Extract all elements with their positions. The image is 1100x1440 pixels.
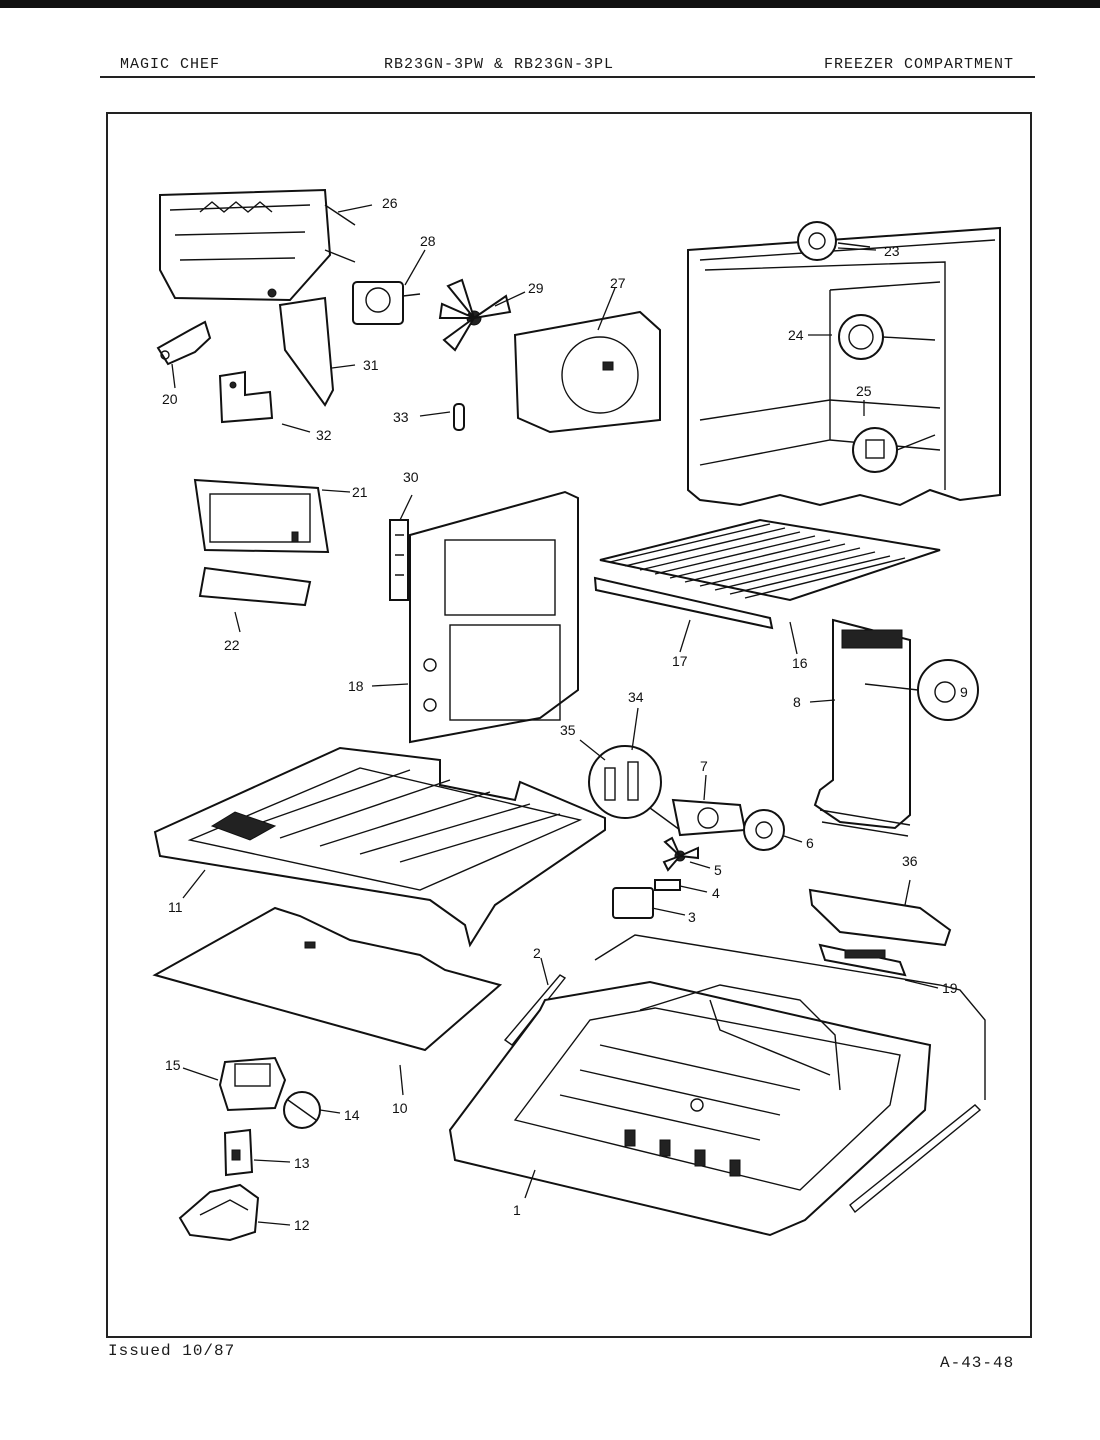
callout-28: 28 — [420, 233, 436, 249]
part-evaporator-cover — [813, 618, 979, 837]
part-gasket — [503, 934, 986, 1214]
issue-date: Issued 10/87 — [108, 1342, 236, 1360]
callout-17: 17 — [672, 653, 688, 669]
part-ice-maker — [159, 188, 356, 302]
page-code: A-43-48 — [940, 1354, 1015, 1372]
top-border — [0, 0, 1100, 8]
leader-lines — [171, 204, 939, 1226]
part-fan-shroud — [513, 310, 661, 434]
callout-15: 15 — [165, 1057, 181, 1073]
callout-13: 13 — [294, 1155, 310, 1171]
callout-6: 6 — [806, 835, 814, 851]
callout-20: 20 — [162, 391, 178, 407]
callout-33: 33 — [393, 409, 409, 425]
callout-7: 7 — [700, 758, 708, 774]
callout-8: 8 — [793, 694, 801, 710]
part-bracket — [156, 320, 212, 366]
header-rule — [100, 76, 1035, 78]
part-cover — [278, 296, 335, 407]
part-grommet — [453, 403, 465, 431]
part-fan-motor — [352, 281, 421, 325]
part-liner-panel — [409, 490, 579, 744]
callout-30: 30 — [403, 469, 419, 485]
part-defrost-detail — [588, 745, 681, 831]
callout-1: 1 — [513, 1202, 521, 1218]
part-fan-blade — [438, 278, 512, 352]
callout-31: 31 — [363, 357, 379, 373]
model-numbers: RB23GN-3PW & RB23GN-3PL — [384, 56, 615, 73]
part-wire-shelf — [593, 518, 941, 630]
part-base-pan — [448, 980, 932, 1237]
part-damper-control — [223, 1128, 254, 1177]
callout-10: 10 — [392, 1100, 408, 1116]
callout-34: 34 — [628, 689, 644, 705]
part-tray — [808, 888, 952, 947]
part-insulation-sheet — [152, 906, 503, 1052]
callout-32: 32 — [316, 427, 332, 443]
part-floor-pan — [153, 746, 606, 948]
callout-36: 36 — [902, 853, 918, 869]
part-fan-bracket — [671, 798, 785, 851]
callout-9: 9 — [960, 684, 968, 700]
part-tray-bracket — [818, 943, 907, 977]
callout-23: 23 — [884, 243, 900, 259]
callout-25: 25 — [856, 383, 872, 399]
section-title: FREEZER COMPARTMENT — [824, 56, 1015, 73]
part-evaporator-fan — [612, 836, 699, 919]
part-control-panel — [198, 566, 312, 607]
brand-label: MAGIC CHEF — [120, 56, 221, 73]
callout-2: 2 — [533, 945, 541, 961]
callout-labels: 1 2 3 4 5 6 7 8 9 10 11 12 13 14 15 16 1… — [162, 195, 968, 1233]
callout-18: 18 — [348, 678, 364, 694]
callout-16: 16 — [792, 655, 808, 671]
callout-26: 26 — [382, 195, 398, 211]
part-freezer-cabinet — [687, 221, 1001, 507]
callout-3: 3 — [688, 909, 696, 925]
callout-12: 12 — [294, 1217, 310, 1233]
callout-24: 24 — [788, 327, 804, 343]
callout-4: 4 — [712, 885, 720, 901]
diagram-frame — [106, 112, 1032, 1338]
callout-22: 22 — [224, 637, 240, 653]
part-light-strip — [389, 519, 409, 601]
part-control-housing — [193, 478, 330, 554]
part-damper — [218, 1056, 321, 1129]
callout-29: 29 — [528, 280, 544, 296]
part-small-bracket — [218, 370, 274, 424]
callout-5: 5 — [714, 862, 722, 878]
callout-19: 19 — [942, 980, 958, 996]
callout-27: 27 — [610, 275, 626, 291]
callout-21: 21 — [352, 484, 368, 500]
callout-14: 14 — [344, 1107, 360, 1123]
callout-11: 11 — [168, 899, 183, 915]
part-ice-bucket — [178, 1183, 260, 1242]
callout-35: 35 — [560, 722, 576, 738]
